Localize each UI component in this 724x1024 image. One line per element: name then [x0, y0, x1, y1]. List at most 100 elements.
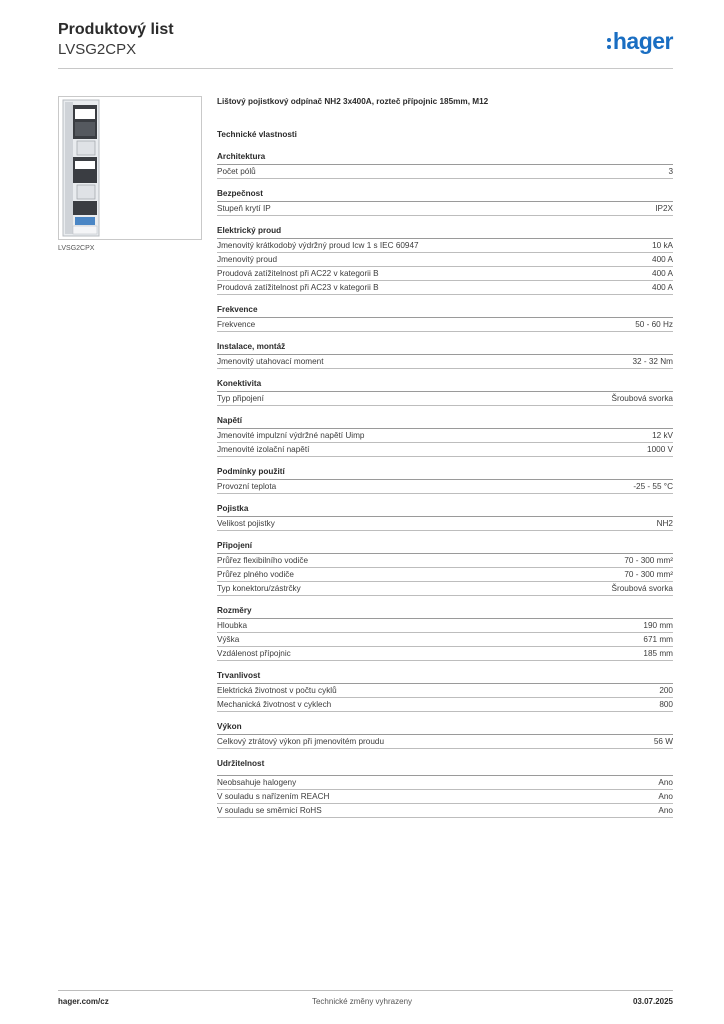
spec-label: Typ konektoru/zástrčky	[217, 584, 301, 593]
spec-value: 3	[668, 167, 673, 176]
spec-section-title: Udržitelnost	[217, 759, 673, 776]
spec-label: Počet pólů	[217, 167, 256, 176]
spec-value: 671 mm	[643, 635, 673, 644]
spec-value: 190 mm	[643, 621, 673, 630]
spec-label: Mechanická životnost v cyklech	[217, 700, 332, 709]
spec-label: Frekvence	[217, 320, 256, 329]
spec-value: 70 - 300 mm²	[624, 556, 673, 565]
product-image-caption: LVSG2CPX	[58, 245, 95, 252]
technical-properties-title: Technické vlastnosti	[217, 130, 297, 139]
spec-label: Proudová zatížitelnost při AC22 v katego…	[217, 269, 379, 278]
spec-row: Celkový ztrátový výkon při jmenovitém pr…	[217, 735, 673, 749]
spec-label: Jmenovitý utahovací moment	[217, 357, 324, 366]
spec-row: Jmenovitý krátkodobý výdržný proud Icw 1…	[217, 239, 673, 253]
spec-section-title: Rozměry	[217, 606, 673, 619]
hager-logo: hager	[606, 26, 674, 56]
spec-row: Proudová zatížitelnost při AC23 v katego…	[217, 281, 673, 295]
spec-section-title: Podmínky použití	[217, 467, 673, 480]
spec-row: V souladu s nařízením REACH Ano	[217, 790, 673, 804]
logo-dots-icon	[606, 37, 611, 49]
spec-label: Jmenovité impulzní výdržné napětí Uimp	[217, 431, 365, 440]
spec-label: Průřez plného vodiče	[217, 570, 294, 579]
spec-value: 200	[659, 686, 673, 695]
spec-value: Ano	[658, 778, 673, 787]
spec-row: Frekvence 50 - 60 Hz	[217, 318, 673, 332]
spec-value: 56 W	[653, 737, 673, 746]
page-title: Produktový list	[58, 21, 174, 38]
spec-row: Proudová zatížitelnost při AC22 v katego…	[217, 267, 673, 281]
spec-value: 185 mm	[643, 649, 673, 658]
header-divider	[58, 68, 673, 69]
spec-row: Průřez plného vodiče 70 - 300 mm²	[217, 568, 673, 582]
spec-label: Velikost pojistky	[217, 519, 275, 528]
fuse-switch-image	[62, 99, 100, 237]
spec-value: 70 - 300 mm²	[624, 570, 673, 579]
spec-row: Počet pólů 3	[217, 165, 673, 179]
spec-row: Typ konektoru/zástrčky Šroubová svorka	[217, 582, 673, 596]
spec-value: Ano	[658, 792, 673, 801]
product-description: Lištový pojistkový odpínač NH2 3x400A, r…	[217, 97, 489, 106]
spec-label: Hloubka	[217, 621, 248, 630]
spec-row: Neobsahuje halogeny Ano	[217, 776, 673, 790]
footer-website: hager.com/cz	[58, 997, 109, 1006]
spec-value: 50 - 60 Hz	[635, 320, 673, 329]
spec-label: Jmenovitý proud	[217, 255, 278, 264]
page-header: Produktový list LVSG2CPX hager	[58, 20, 674, 70]
spec-section-title: Trvanlivost	[217, 671, 673, 684]
spec-section-title: Výkon	[217, 722, 673, 735]
spec-section-title: Elektrický proud	[217, 226, 673, 239]
spec-section-title: Architektura	[217, 152, 673, 165]
spec-section-title: Frekvence	[217, 305, 673, 318]
spec-label: Jmenovitý krátkodobý výdržný proud Icw 1…	[217, 241, 419, 250]
spec-row: Výška 671 mm	[217, 633, 673, 647]
footer-note: Technické změny vyhrazeny	[311, 997, 413, 1006]
spec-row: Stupeň krytí IP IP2X	[217, 202, 673, 216]
product-image-frame	[58, 96, 202, 240]
spec-value: 10 kA	[652, 241, 673, 250]
spec-label: Neobsahuje halogeny	[217, 778, 297, 787]
spec-row: Jmenovitý utahovací moment 32 - 32 Nm	[217, 355, 673, 369]
spec-value: 12 kV	[652, 431, 673, 440]
logo-text: hager	[612, 28, 674, 54]
spec-value: NH2	[656, 519, 673, 528]
spec-value: IP2X	[655, 204, 673, 213]
spec-value: 400 A	[652, 255, 673, 264]
spec-value: 400 A	[652, 283, 673, 292]
spec-value: Šroubová svorka	[611, 584, 673, 593]
spec-label: Jmenovité izolační napětí	[217, 445, 310, 454]
spec-row: Velikost pojistky NH2	[217, 517, 673, 531]
spec-row: Hloubka 190 mm	[217, 619, 673, 633]
spec-label: V souladu se směrnicí RoHS	[217, 806, 322, 815]
spec-section-title: Instalace, montáž	[217, 342, 673, 355]
spec-section-title: Konektivita	[217, 379, 673, 392]
spec-section-title: Napětí	[217, 416, 673, 429]
spec-value: -25 - 55 °C	[633, 482, 673, 491]
spec-value: 32 - 32 Nm	[632, 357, 674, 366]
spec-content: Lištový pojistkový odpínač NH2 3x400A, r…	[217, 96, 673, 828]
footer-date: 03.07.2025	[632, 997, 673, 1006]
spec-row: Jmenovité impulzní výdržné napětí Uimp 12…	[217, 429, 673, 443]
footer-divider	[58, 990, 673, 991]
spec-label: Stupeň krytí IP	[217, 204, 271, 213]
spec-label: Provozní teplota	[217, 482, 277, 491]
spec-label: V souladu s nařízením REACH	[217, 792, 330, 801]
spec-label: Výška	[217, 635, 240, 644]
